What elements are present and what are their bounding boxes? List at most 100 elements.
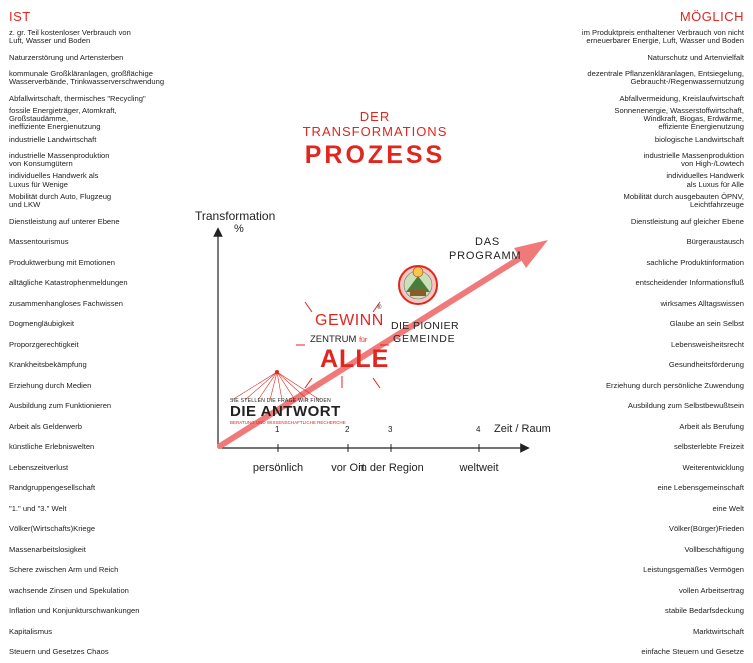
moeglich-heading: MÖGLICH [679,9,744,24]
antwort-top-text: SIE STELLEN DIE FRAGE WIR FINDEN [230,398,331,404]
ist-list-item: z. gr. Teil kostenloser Verbrauch von Lu… [9,27,131,46]
y-axis-unit: % [234,223,244,235]
moeglich-list-item: im Produktpreis enthaltener Verbrauch vo… [581,27,744,46]
transformation-diagram [213,227,548,453]
moeglich-list-item: Weiterentwicklung [682,462,744,472]
gewinn-registered-mark: ® [377,305,382,311]
ist-list-item: Lebenszeitverlust [9,462,69,472]
moeglich-list-item: Ausbildung zum Selbstbewußtsein [627,401,744,411]
moeglich-list-item: Naturschutz und Artenvielfalt [647,52,744,62]
moeglich-list-item: dezentrale Pflanzenkläranlagen, Entsiege… [587,68,744,87]
moeglich-list-item: Sonnenenergie, Wasserstoffwirtschaft, Wi… [614,105,744,132]
ist-heading: IST [9,9,31,24]
transformation-arrowhead [514,240,548,268]
moeglich-list-item: Marktwirtschaft [692,626,744,636]
moeglich-list-item: eine Welt [712,503,744,513]
pionier-line-1: DIE PIONIER [391,320,459,332]
ist-list-item: künstliche Erlebniswelten [9,442,95,452]
x-axis-ticks [277,444,480,452]
ist-list-item: "1." und "3." Welt [9,503,67,513]
ist-list-item: industrielle Landwirtschaft [9,134,97,144]
ist-list: z. gr. Teil kostenloser Verbrauch von Lu… [9,27,229,663]
pionier-line-2: GEMEINDE [393,333,456,345]
x-tick-label: persönlich [252,462,304,474]
gewinn-line-3: ALLE [320,345,390,373]
antwort-sub-text: BERATUNG UND WISSENSCHAFTLICHE RECHERCHE [230,420,346,425]
moeglich-list-item: wirksames Alltagswissen [660,298,744,308]
ist-list-item: Mobilität durch Auto, Flugzeug und LKW [9,191,112,210]
moeglich-list-item: eine Lebensgemeinschaft [657,483,744,493]
antwort-dot [275,370,279,374]
moeglich-list-item: Mobilität durch ausgebauten ÖPNV, Leicht… [623,191,744,210]
programm-line-1: DAS [475,236,501,248]
moeglich-list-item: selbsterlebte Freizeit [673,442,744,452]
ist-list-item: Steuern und Gesetzes Chaos [9,647,109,657]
ist-list-item: individuelles Handwerk als Luxus für Wen… [9,171,99,189]
moeglich-list-item: Völker(Bürger)Frieden [668,524,744,534]
moeglich-list-item: Leistungsgemäßes Vermögen [643,565,744,575]
x-tick-label: weltweit [459,462,499,474]
ist-list-item: Ausbildung zum Funktionieren [9,401,112,411]
gewinn-starburst [296,301,389,389]
ist-list-item: Abfallwirtschaft, thermisches "Recycling… [9,93,146,103]
moeglich-list-item: Gesundheitsförderung [668,360,744,370]
ist-list-item: Proporzgerechtigkeit [9,339,79,349]
ist-list-item: alltägliche Katastrophenmeldungen [9,278,128,288]
moeglich-list-item: Dienstleistung auf gleicher Ebene [630,216,744,226]
ist-list-item: Arbeit als Gelderwerb [9,421,83,431]
moeglich-list-item: Vollbeschäftigung [684,544,744,554]
title-line-1: DER [359,109,391,124]
ist-list-item: industrielle Massenproduktion von Konsum… [9,150,110,169]
moeglich-list-item: Erziehung durch persönliche Zuwendung [605,380,744,390]
ist-list-item: kommunale Großkläranlagen, großflächige … [9,68,165,87]
x-tick-number: 3 [388,425,393,434]
ist-list-item: Kapitalismus [9,626,53,636]
ist-list-item: Völker(Wirtschafts)Kriege [9,524,96,534]
moeglich-list-item: biologische Landwirtschaft [654,134,744,144]
x-tick-number: 1 [275,425,280,434]
ist-list-item: Dienstleistung auf unterer Ebene [9,216,120,226]
programm-line-2: PROGRAMM [449,250,522,262]
x-tick-number: 4 [476,425,481,434]
x-tick-number: 2 [345,425,350,434]
ist-list-item: Produktwerbung mit Emotionen [9,257,115,267]
ist-list-item: zusammenhangloses Fachwissen [9,298,123,308]
moeglich-list-item: vollen Arbeitsertrag [678,585,744,595]
ist-list-item: Erziehung durch Medien [9,380,92,390]
antwort-main-text: DIE ANTWORT [230,403,341,420]
gewinn-line-2-fuer: für [359,337,368,344]
moeglich-list-item: einfache Steuern und Gesetze [641,647,744,657]
ist-list-item: wachsende Zinsen und Spekulation [9,585,129,595]
moeglich-list-item: industrielle Massenproduktion von High-/… [643,150,744,169]
ist-list-item: Massentourismus [9,237,69,247]
gewinn-line-2: ZENTRUM für [310,334,367,345]
ist-list-item: Naturzerstörung und Artensterben [9,52,124,62]
moeglich-list-item: Arbeit als Berufung [679,421,744,431]
x-tick-label: in der Region [358,462,424,474]
y-axis-label: Transformation [195,209,276,223]
antwort-sunburst [231,371,321,401]
ist-list-item: Schere zwischen Arm und Reich [9,565,119,575]
diagram-title: DER TRANSFORMATIONS PROZESS [300,110,450,170]
moeglich-list-item: sachliche Produktinformation [646,257,744,267]
x-axis-label: Zeit / Raum [494,423,551,435]
title-line-2: TRANSFORMATIONS [302,124,448,139]
ist-list-item: Massenarbeitslosigkeit [9,544,86,554]
moeglich-list-item: Lebensweisheitsrecht [670,339,744,349]
ist-list-item: Randgruppengesellschaft [9,483,96,493]
ist-list-item: Dogmengläubigkeit [9,319,75,329]
moeglich-list-item: stabile Bedarfsdeckung [665,606,744,616]
ist-list-item: Inflation und Konjunkturschwankungen [9,606,140,616]
moeglich-list-item: Glaube an sein Selbst [669,319,744,329]
x-tick-label: vor Ort [331,462,365,474]
transformation-arrow [217,252,528,449]
moeglich-list-item: entscheidender Informationsfluß [635,278,744,288]
pionier-emblem-icon [398,265,438,305]
ist-list-item: Krankheitsbekämpfung [9,360,87,370]
title-line-3: PROZESS [304,141,446,169]
gewinn-line-2-zentrum: ZENTRUM [310,334,357,345]
moeglich-list-item: Abfallvermeidung, Kreislaufwirtschaft [619,93,744,103]
gewinn-line-1: GEWINN [315,312,384,329]
moeglich-list-item: Bürgeraustausch [686,237,744,247]
moeglich-list-item: individuelles Handwerk als Luxus für All… [666,171,744,189]
